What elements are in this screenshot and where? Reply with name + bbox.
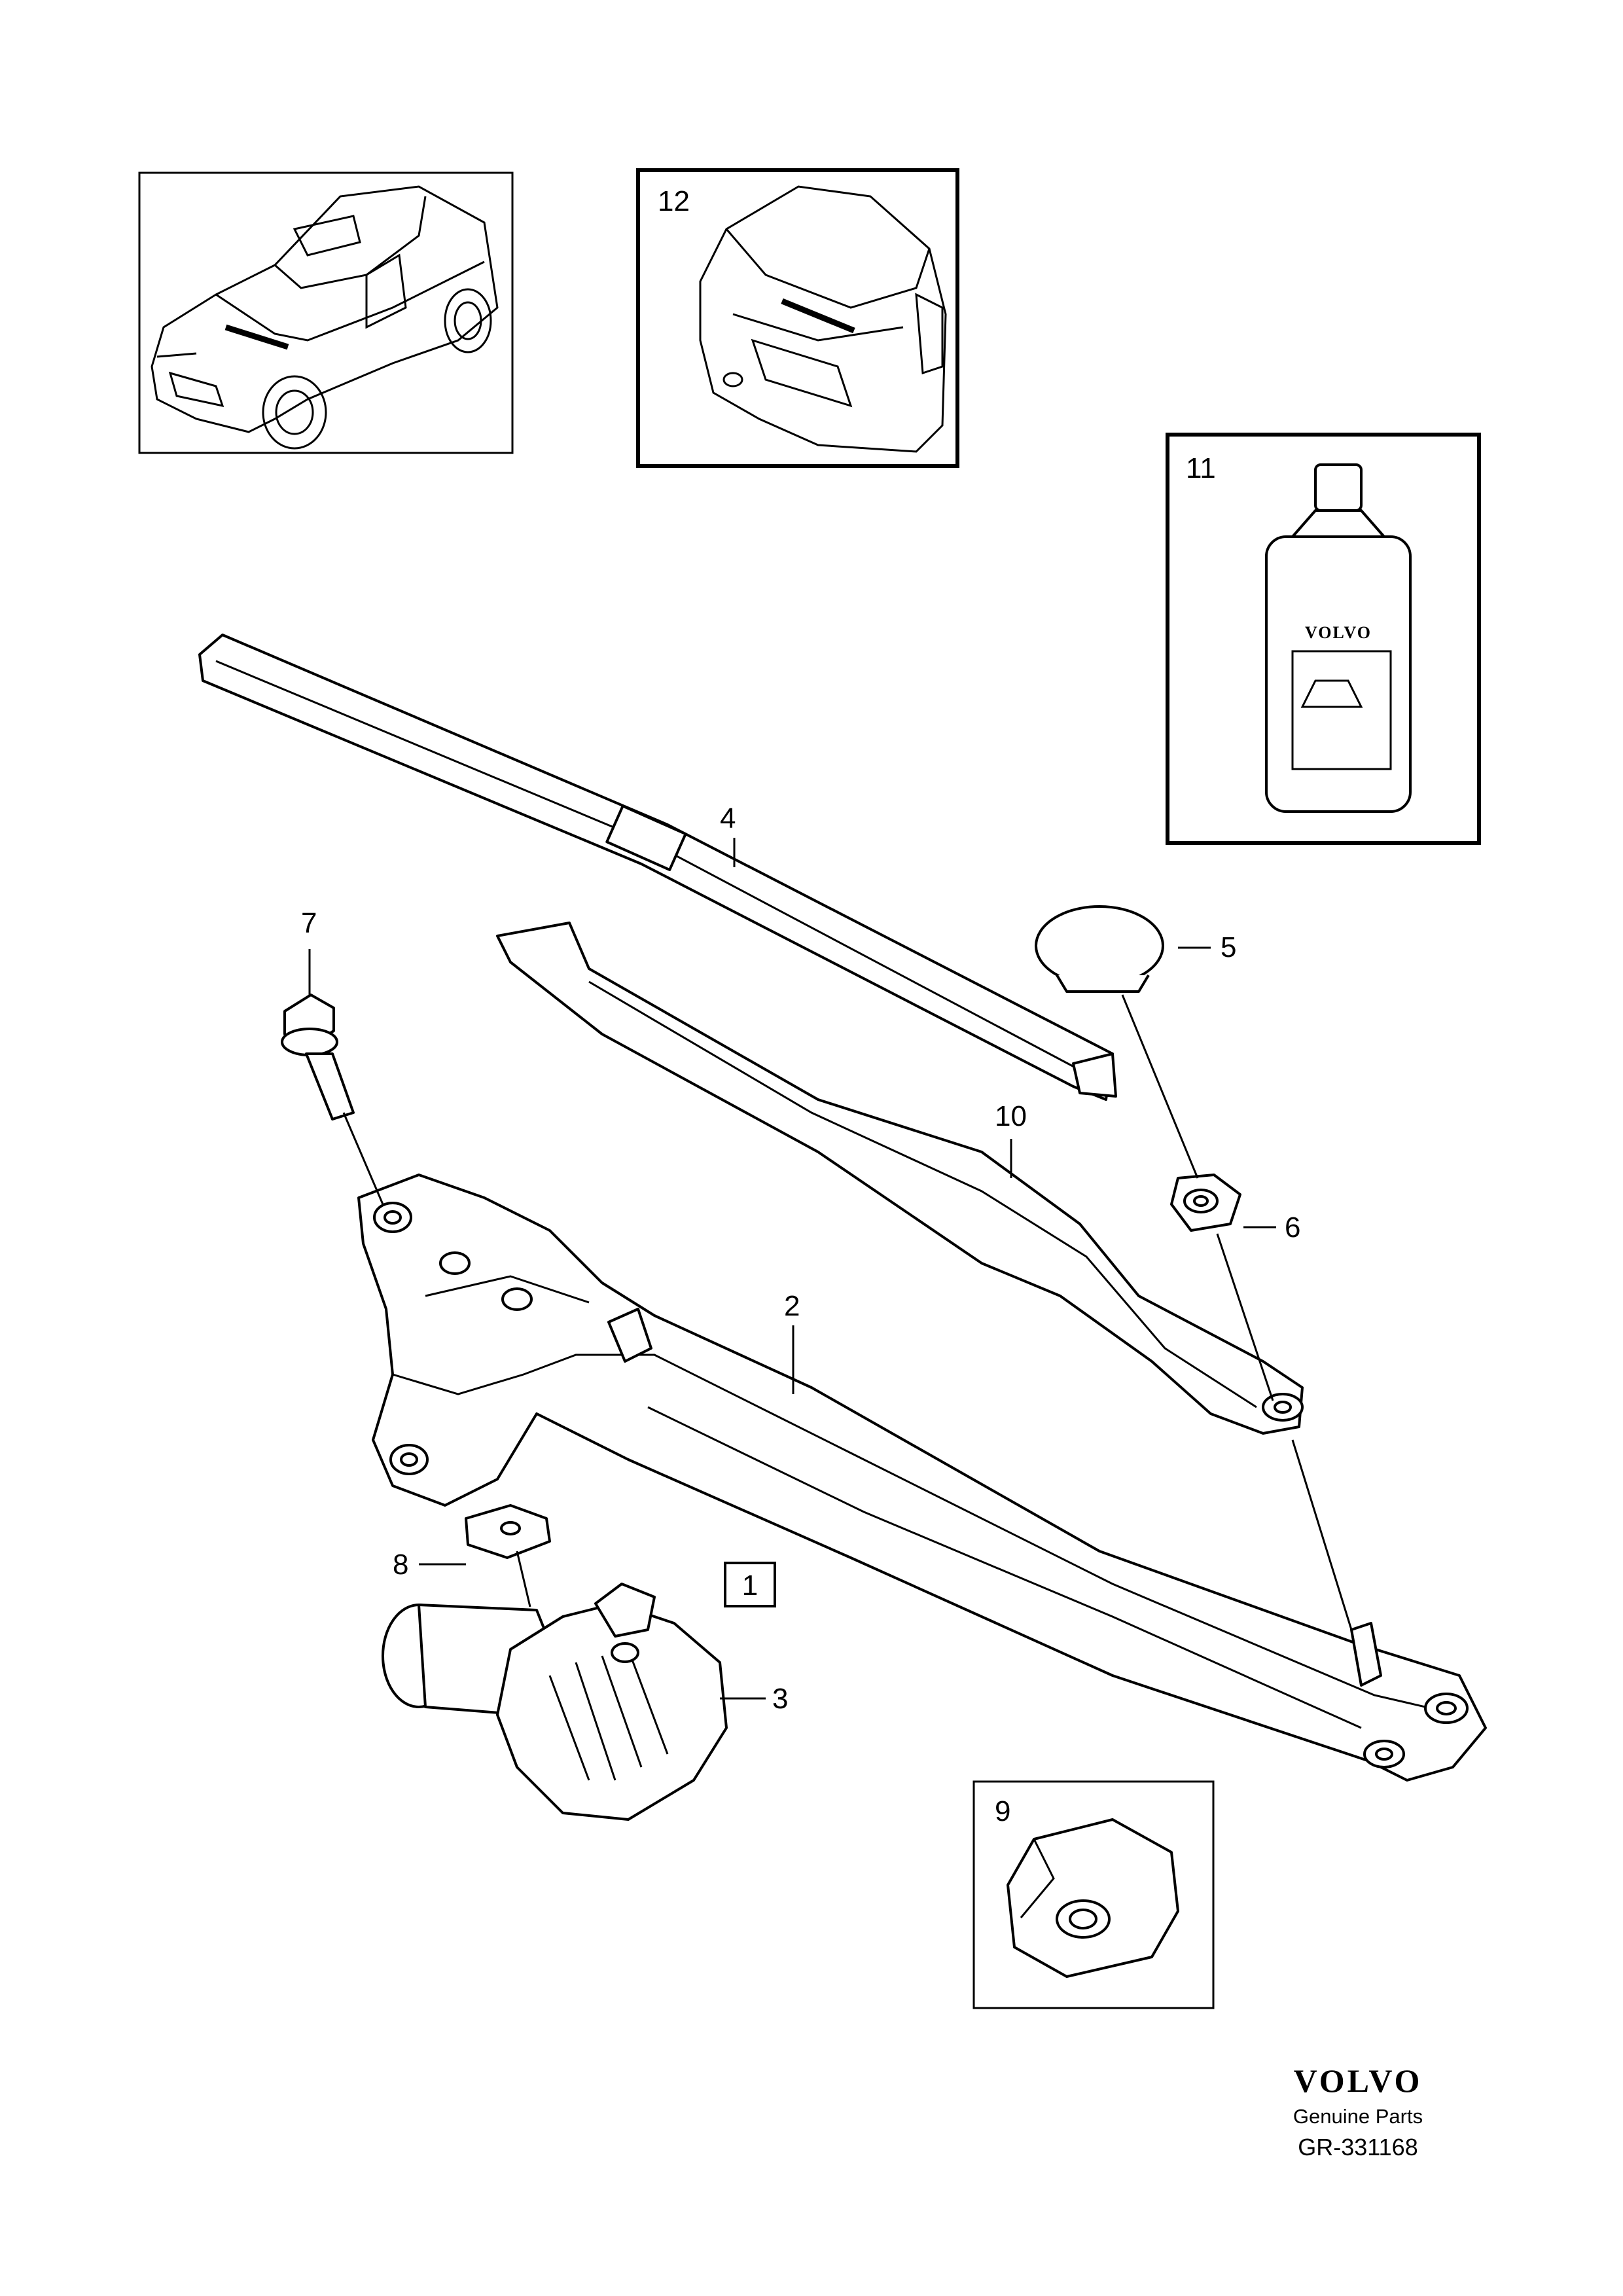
car-front-illustration xyxy=(151,185,499,450)
bushing-inset: 9 xyxy=(972,1780,1215,2009)
rubber-bushing xyxy=(1007,1818,1179,1978)
car-overview-inset xyxy=(138,171,514,454)
wiper-arm-short xyxy=(496,922,1304,1435)
rear-wiper-inset: 12 xyxy=(636,168,959,468)
nut xyxy=(1170,1174,1241,1232)
callout-7: 7 xyxy=(301,907,317,939)
highlighted-rear-wiper-icon xyxy=(781,298,855,334)
wiper-motor xyxy=(382,1583,728,1821)
callout-6: 6 xyxy=(1285,1211,1300,1244)
wiper-arm-long xyxy=(198,634,1117,1101)
leader-lines xyxy=(308,838,1353,1700)
callout-11: 11 xyxy=(1186,452,1216,484)
genuine-parts-label: Genuine Parts xyxy=(1293,2105,1423,2128)
clip xyxy=(465,1504,551,1559)
car-rear-illustration xyxy=(699,185,947,453)
callout-5: 5 xyxy=(1221,931,1236,963)
washer-fluid-bottle: VOLVO xyxy=(1265,463,1412,813)
bolt xyxy=(281,994,355,1121)
cap xyxy=(1035,905,1164,993)
callout-12: 12 xyxy=(658,185,690,217)
brand-block: VOLVO Genuine Parts GR-331168 xyxy=(1247,2062,1469,2161)
callout-8: 8 xyxy=(393,1549,408,1581)
callout-4: 4 xyxy=(720,802,736,834)
callout-1-box: 1 xyxy=(724,1562,776,1607)
callout-9: 9 xyxy=(995,1795,1010,1827)
washer-fluid-inset: 11 VOLVO xyxy=(1166,433,1481,845)
bottle-volvo-label: VOLVO xyxy=(1305,623,1372,642)
highlighted-wiper-icon xyxy=(224,324,289,350)
callout-3: 3 xyxy=(772,1683,788,1715)
wiper-linkage-frame xyxy=(357,1174,1487,1782)
callout-1: 1 xyxy=(742,1570,758,1602)
volvo-logo: VOLVO xyxy=(1293,2062,1423,2099)
callout-10: 10 xyxy=(995,1100,1027,1132)
callout-2: 2 xyxy=(784,1290,800,1322)
diagram-code: GR-331168 xyxy=(1298,2134,1418,2161)
